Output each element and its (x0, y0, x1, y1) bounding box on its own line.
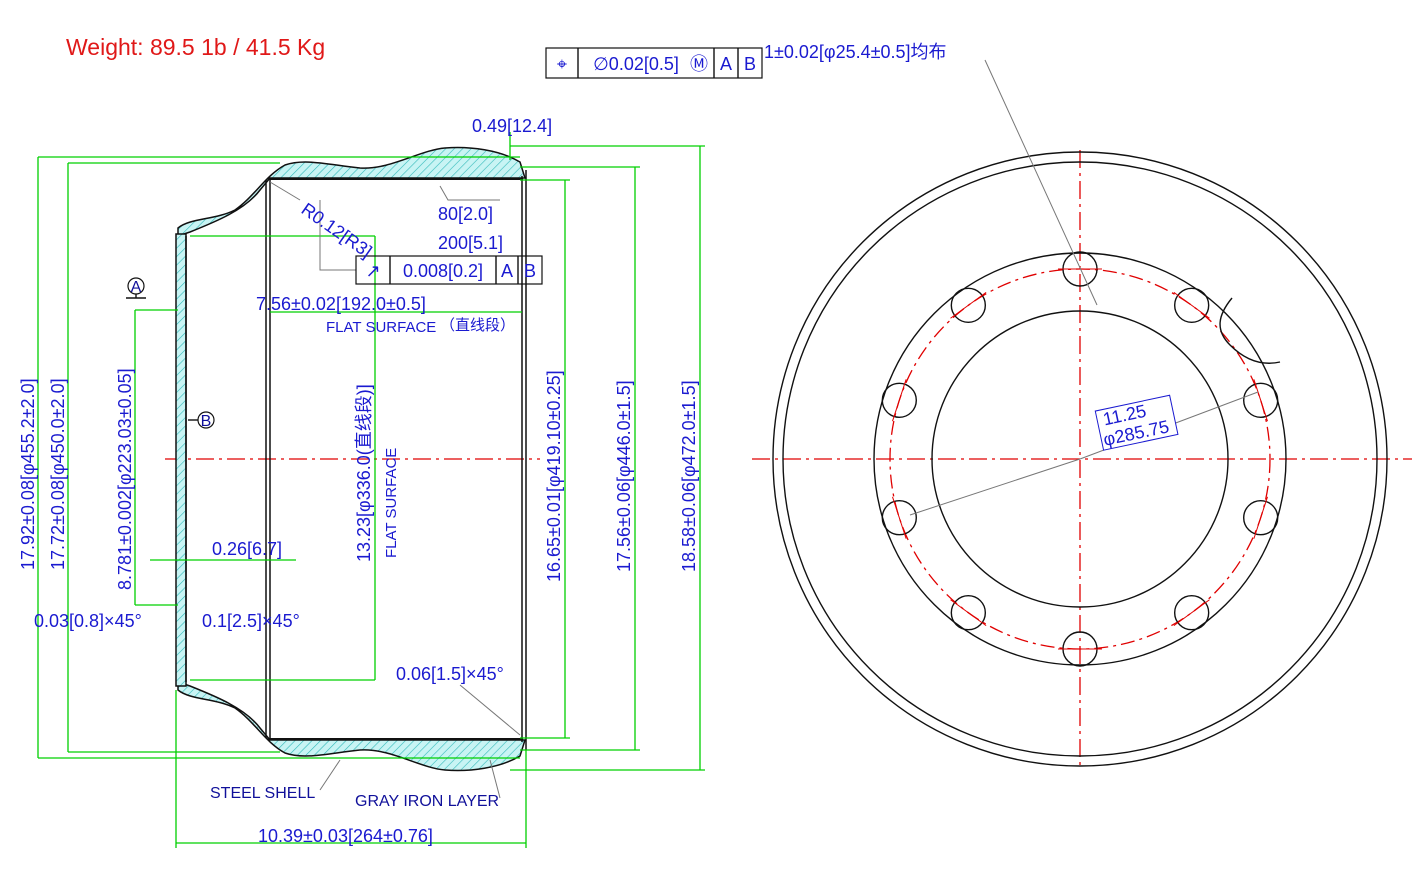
dim-iron-dia: 17.56±0.06[φ446.0±1.5] (614, 380, 634, 572)
runout-datum-b: B (524, 261, 536, 281)
dim-chamfer-006: 0.06[1.5]×45° (396, 664, 504, 684)
bolt-hole (881, 500, 917, 536)
section-dimension-texts: 0.49[12.4] R0.12[R3] 80[2.0] 200[5.1] 7.… (18, 116, 699, 846)
bolt-hole-mark (892, 496, 907, 539)
runout-control-frame: ↗ 0.008[0.2] A B (355, 255, 543, 285)
shell-top-hatch (177, 146, 527, 238)
mmc-modifier: Ⓜ (690, 54, 708, 74)
bolt-hole-mark (950, 599, 987, 627)
position-control-frame: ⌖ ∅0.02[0.5] Ⓜ A B 1±0.02[φ25.4±0.5]均布 (545, 42, 947, 79)
flange (175, 233, 187, 687)
flat-surface-vertical: FLAT SURFACE (383, 448, 400, 558)
dim-200: 200[5.1] (438, 233, 503, 253)
leaders (269, 181, 521, 799)
bolt-hole (1173, 595, 1210, 631)
center-bore (931, 310, 1229, 608)
outer-rim (772, 151, 1388, 767)
front-view (752, 59, 1412, 770)
dim-braking-dia: 16.65±0.01[φ419.10±0.25] (544, 370, 564, 582)
dim-overall-dia: 18.58±0.06[φ472.0±1.5] (679, 380, 699, 572)
svg-text:A: A (131, 279, 142, 296)
bolt-hole-mark (1253, 496, 1268, 539)
flat-surface-label: FLAT SURFACE (326, 319, 436, 336)
gray-iron-label: GRAY IRON LAYER (355, 793, 499, 810)
bolt-hole (950, 595, 987, 631)
position-datum-a: A (720, 54, 732, 74)
bolt-hole (881, 382, 917, 418)
weight-label: Weight: 89.5 1b / 41.5 Kg (66, 34, 326, 60)
dim-shell-dia: 17.72±0.08[φ450.0±2.0] (48, 378, 68, 570)
section-view (165, 146, 540, 772)
dim-chamfer-003: 0.03[0.8]×45° (34, 611, 142, 631)
runout-symbol: ↗ (365, 261, 380, 281)
dim-pilot-dia: 8.781±0.002[φ223.03±0.05] (115, 368, 135, 590)
bolt-hole-note: 1±0.02[φ25.4±0.5]均布 (764, 42, 947, 62)
runout-datum-a: A (501, 261, 513, 281)
bolt-hole (1243, 382, 1279, 418)
steel-shell-label: STEEL SHELL (210, 785, 315, 802)
dim-shoulder-width: 0.49[12.4] (472, 116, 552, 136)
mounting-face (873, 252, 1287, 666)
bolt-hole (1243, 500, 1279, 536)
bolt-hole-mark (892, 379, 907, 422)
bolt-hole-mark (950, 291, 987, 319)
dim-chamfer-01: 0.1[2.5]×45° (202, 611, 300, 631)
bolt-hole (950, 287, 987, 323)
dim-flat-dia: 13.23[φ336.0(直线段)] (354, 384, 374, 562)
pcd-label: 11.25 φ285.75 (1094, 394, 1179, 451)
dim-flange-thickness: 0.26[6.7] (212, 539, 282, 559)
bolt-hole (1173, 287, 1210, 323)
dim-outer-shell-dia: 17.92±0.08[φ455.2±2.0] (18, 378, 38, 570)
runout-tolerance: 0.008[0.2] (403, 261, 483, 281)
bolt-hole-mark (1173, 599, 1210, 627)
bolt-holes (881, 251, 1279, 667)
dim-fillet-radius: R0.12[R3] (298, 199, 376, 262)
bolt-hole-mark (1253, 379, 1268, 422)
position-symbol: ⌖ (557, 54, 567, 74)
position-datum-b: B (744, 54, 756, 74)
flat-surface-cn: （直线段） (440, 317, 515, 334)
balance-cutout (1219, 297, 1281, 364)
datum-a-marker: A (126, 277, 146, 299)
svg-text:B: B (201, 413, 212, 430)
rim-inner (782, 161, 1378, 757)
dim-braking-width: 7.56±0.02[192.0±0.5] (256, 294, 426, 314)
bolt-hole-mark (1173, 291, 1210, 319)
position-tolerance: ∅0.02[0.5] (593, 54, 679, 74)
section-dimension-lines (37, 132, 705, 848)
shell-bottom-hatch (177, 680, 527, 772)
datum-b-marker: B (188, 411, 215, 430)
dim-80: 80[2.0] (438, 204, 493, 224)
dim-overall-depth: 10.39±0.03[264±0.76] (258, 826, 433, 846)
